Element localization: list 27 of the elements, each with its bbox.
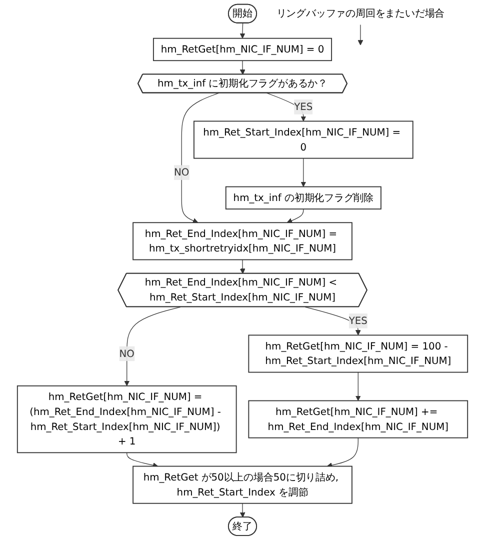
arrow (240, 22, 246, 39)
arrow (300, 158, 306, 187)
arrow (240, 60, 246, 75)
arrow (286, 208, 304, 224)
arrow (326, 438, 358, 468)
node-box: hm_RetGet[hm_NIC_IF_NUM] = (hm_Ret_End_Index[hm_NIC_IF_NUM] - hm_Ret_Start_Index[hm_NIC_IF_NUM]) + 1 (16, 385, 237, 454)
arrow (304, 306, 361, 336)
edge-label: YES (294, 100, 313, 113)
arrow (266, 92, 306, 122)
arrow (358, 24, 364, 46)
node-box: hm_RetGet が50以上の場合50に切り詰め, hm_Ret_Start_Index を調節 (132, 466, 352, 504)
edge-label: NO (119, 348, 134, 360)
arrow (124, 306, 181, 386)
node-box: hm_RetGet[hm_NIC_IF_NUM] = 100 - hm_Ret_Start_Index[hm_NIC_IF_NUM] (248, 334, 468, 373)
edge-label: YES (348, 314, 368, 327)
node-box: hm_Ret_Start_Index[hm_NIC_IF_NUM] = 0 (194, 120, 414, 159)
node-box: hm_RetGet[hm_NIC_IF_NUM] += hm_Ret_End_Index[hm_NIC_IF_NUM] (248, 400, 468, 438)
edge-label: NO (174, 166, 190, 178)
arrow (240, 259, 246, 274)
arrow (355, 372, 361, 401)
arrow (181, 92, 220, 224)
node-box: hm_Ret_End_Index[hm_NIC_IF_NUM] = hm_tx_shortretryidx[hm_NIC_IF_NUM] (132, 222, 352, 260)
node-box: hm_tx_inf の初期化フラグ削除 (225, 186, 382, 210)
arrow (126, 452, 158, 468)
arrow (240, 503, 246, 518)
node-text: リングバッファの周回をまたいだ場合 (276, 7, 445, 20)
node-box: hm_RetGet[hm_NIC_IF_NUM] = 0 (152, 38, 332, 62)
